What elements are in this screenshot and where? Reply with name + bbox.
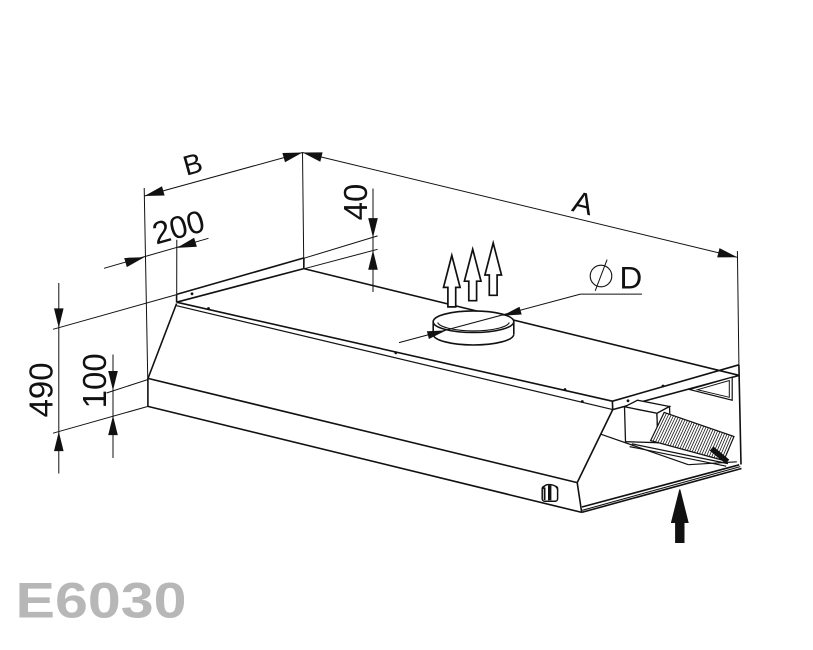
svg-text:40: 40	[337, 184, 374, 221]
svg-text:E6030: E6030	[16, 572, 187, 629]
svg-text:490: 490	[23, 362, 60, 417]
svg-text:100: 100	[76, 353, 113, 408]
svg-text:D: D	[620, 260, 643, 296]
